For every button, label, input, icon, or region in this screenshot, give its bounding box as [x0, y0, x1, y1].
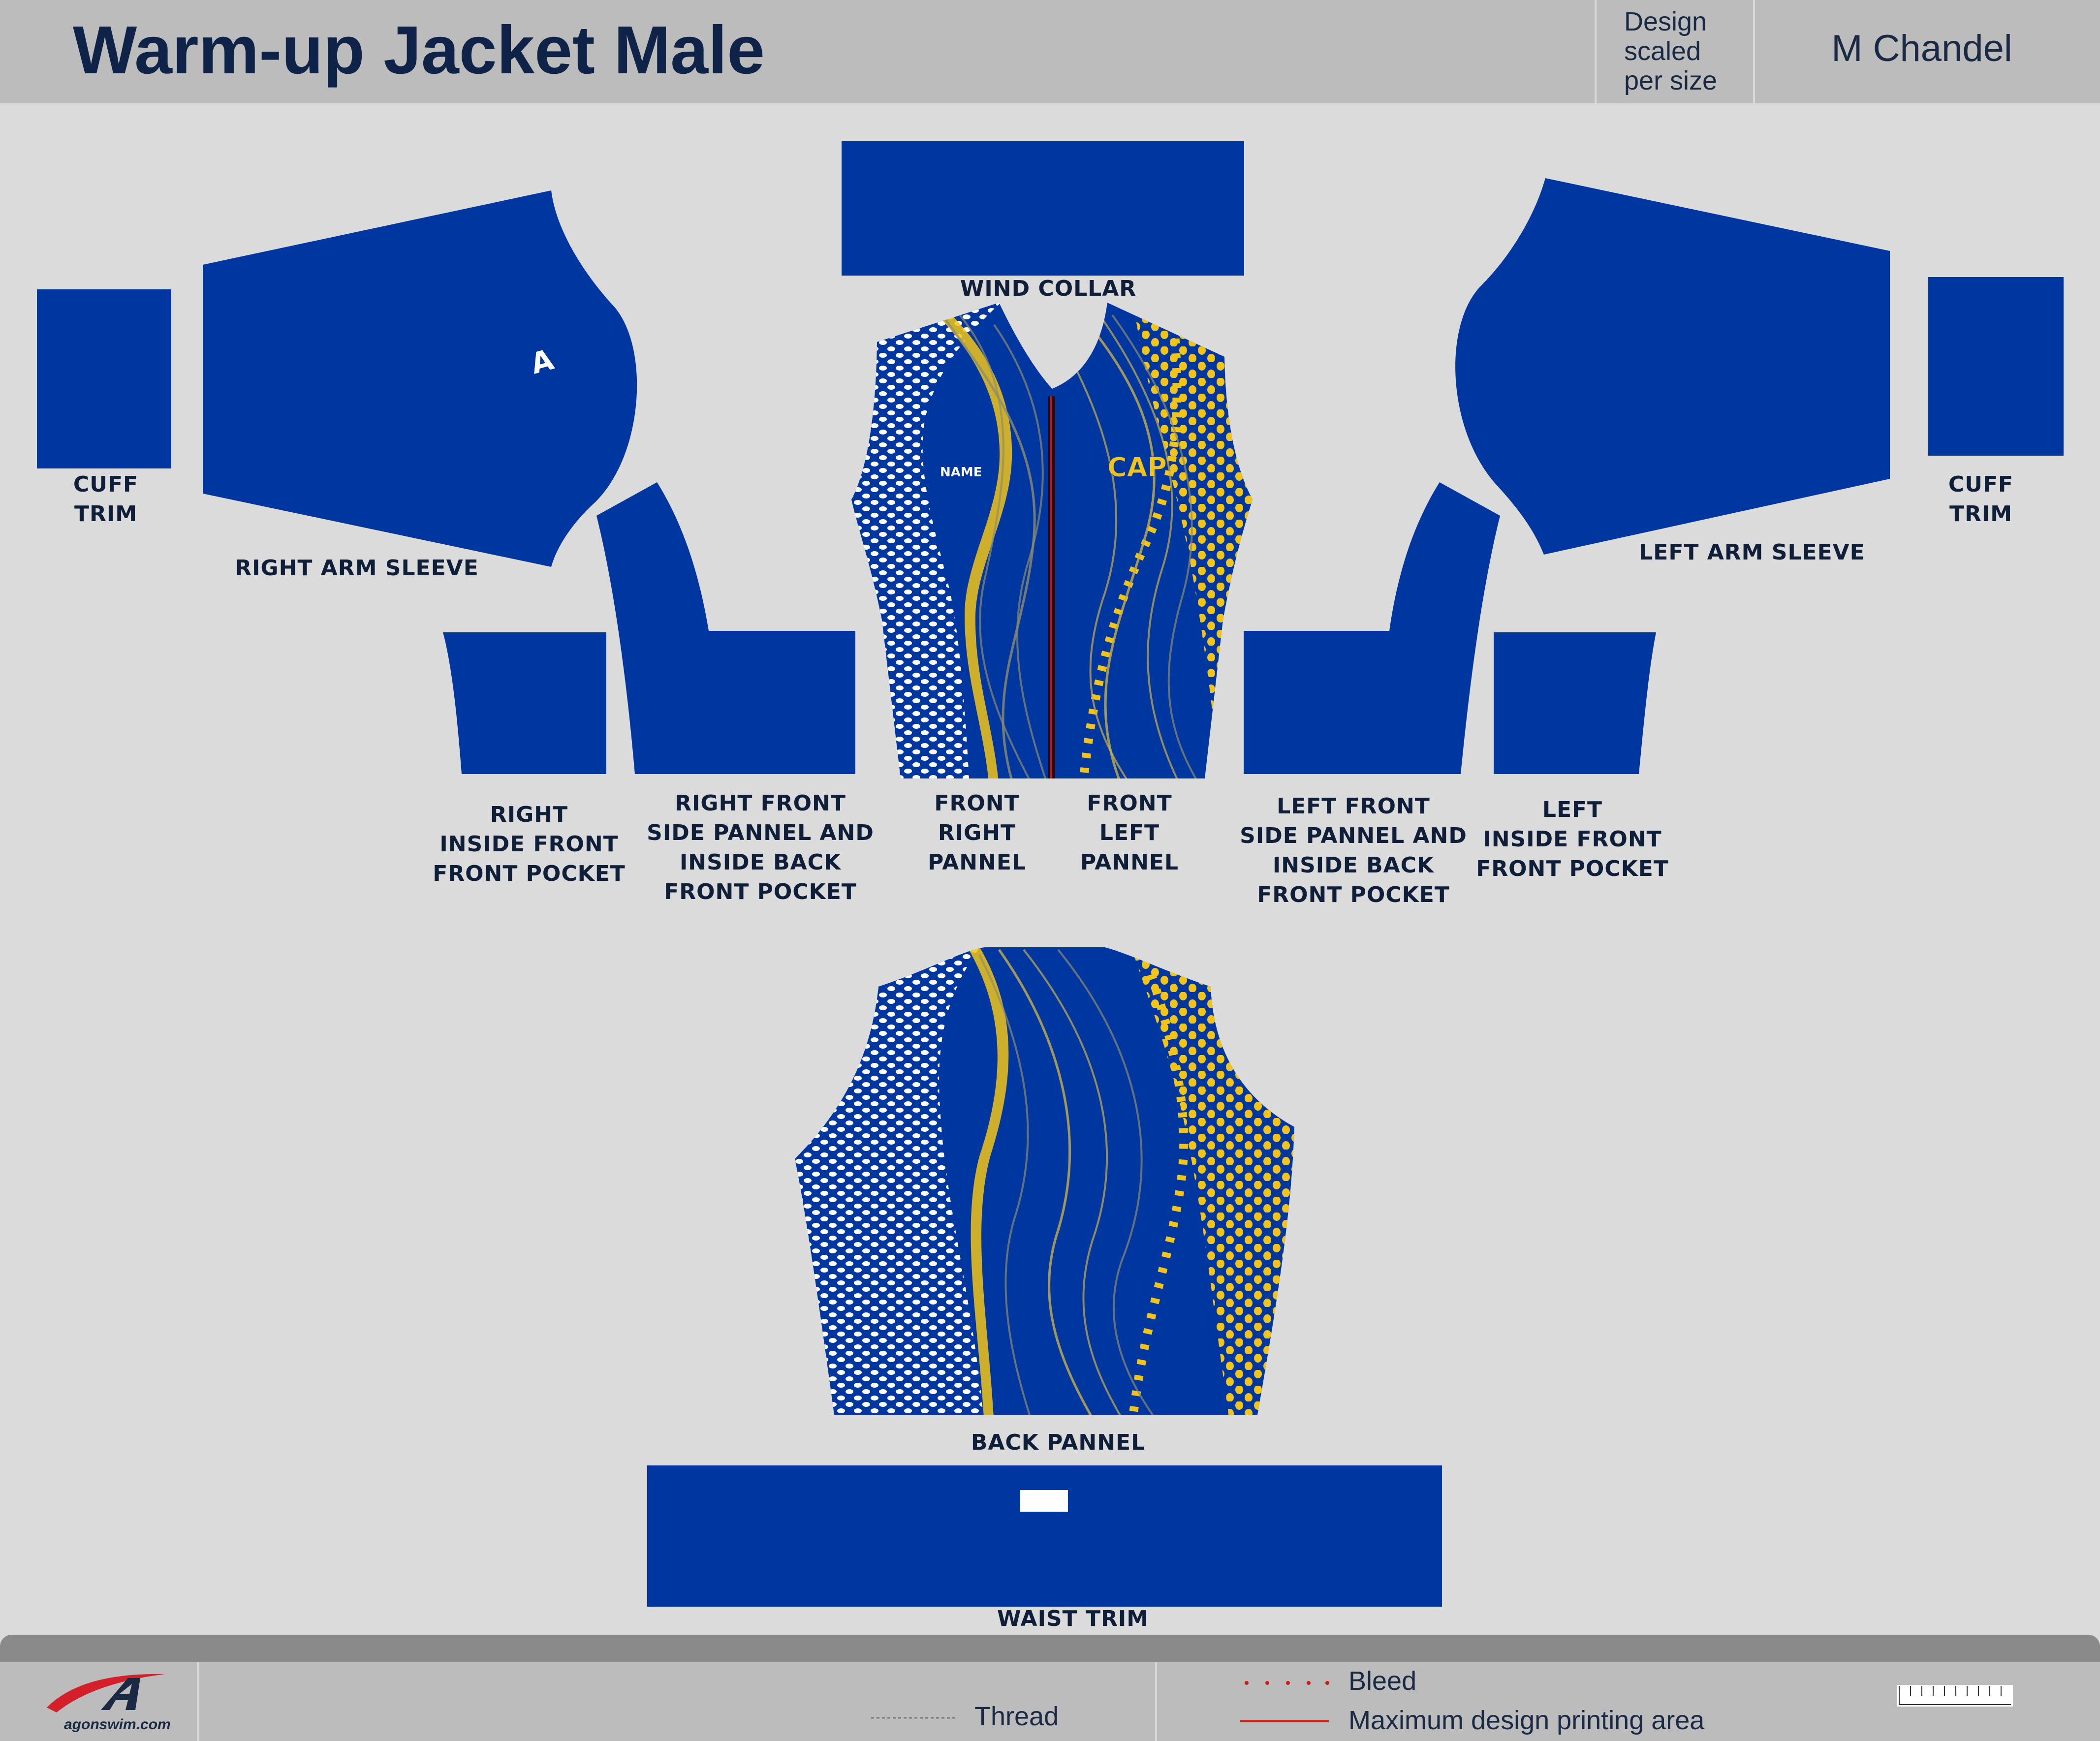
left-arm-sleeve-piece — [1455, 178, 1890, 555]
header-bar — [0, 0, 2100, 103]
header-divider — [1753, 0, 1755, 103]
scaled-line: per size — [1624, 66, 1718, 95]
zipper-highlight — [1050, 396, 1052, 778]
agon-logo-icon — [47, 1674, 165, 1712]
header-divider — [1595, 0, 1597, 103]
design-scaled-note: Design scaled per size — [1624, 7, 1717, 95]
label-back-pannel: BACK PANNEL — [971, 1430, 1146, 1455]
label-front-left: FRONT LEFT PANNEL — [1080, 791, 1179, 875]
ruler-icon — [1897, 1685, 2013, 1707]
max-area-line-icon — [1240, 1720, 1329, 1722]
left-front-side-piece — [1244, 482, 1500, 774]
scaled-line: Design — [1624, 7, 1707, 36]
right-inside-pocket-piece — [443, 632, 606, 774]
label-cuff-trim-left: CUFF TRIM — [1948, 472, 2014, 527]
team-logo: CAP — [1107, 452, 1167, 483]
label-left-inside-pocket: LEFT INSIDE FRONT FRONT POCKET — [1476, 797, 1669, 881]
right-arm-sleeve-piece — [203, 190, 637, 567]
bleed-dots-icon — [1245, 1681, 1329, 1685]
max-area-legend: Maximum design printing area — [1348, 1706, 1705, 1735]
scaled-line: scaled — [1624, 36, 1701, 66]
designer-name: M Chandel — [1831, 28, 2012, 69]
label-right-arm-sleeve: RIGHT ARM SLEEVE — [235, 556, 479, 581]
label-front-right: FRONT RIGHT PANNEL — [927, 791, 1026, 875]
size-tag — [1020, 1490, 1068, 1512]
waist-trim-piece — [647, 1465, 1442, 1607]
label-right-front-side: RIGHT FRONT SIDE PANNEL AND INSIDE BACK … — [647, 791, 874, 904]
label-cuff-trim-right: CUFF TRIM — [73, 472, 139, 527]
bleed-legend: Bleed — [1348, 1666, 1417, 1696]
label-wind-collar: WIND COLLAR — [960, 276, 1137, 301]
label-waist-trim: WAIST TRIM — [997, 1606, 1149, 1631]
footer-band — [0, 1635, 2100, 1662]
cuff-trim-left-piece — [1928, 277, 2064, 456]
right-front-side-piece — [596, 482, 855, 774]
wind-collar-piece — [842, 141, 1244, 276]
brand-url: agonswim.com — [64, 1716, 171, 1733]
label-left-front-side: LEFT FRONT SIDE PANNEL AND INSIDE BACK F… — [1240, 794, 1467, 907]
thread-legend: Thread — [974, 1702, 1059, 1731]
left-inside-pocket-piece — [1494, 632, 1656, 774]
label-left-arm-sleeve: LEFT ARM SLEEVE — [1639, 540, 1865, 565]
footer-divider — [1155, 1662, 1157, 1741]
footer-bar — [0, 1662, 2100, 1741]
name-placeholder: NAME — [940, 465, 982, 480]
cuff-trim-right-piece — [37, 289, 171, 468]
footer-divider — [197, 1662, 199, 1741]
page-title: Warm-up Jacket Male — [73, 12, 765, 88]
front-right-panel-piece: NAME — [851, 303, 1052, 778]
back-panel-piece — [795, 947, 1294, 1415]
thread-line-icon — [871, 1717, 955, 1719]
label-right-inside-pocket: RIGHT INSIDE FRONT FRONT POCKET — [433, 802, 626, 886]
